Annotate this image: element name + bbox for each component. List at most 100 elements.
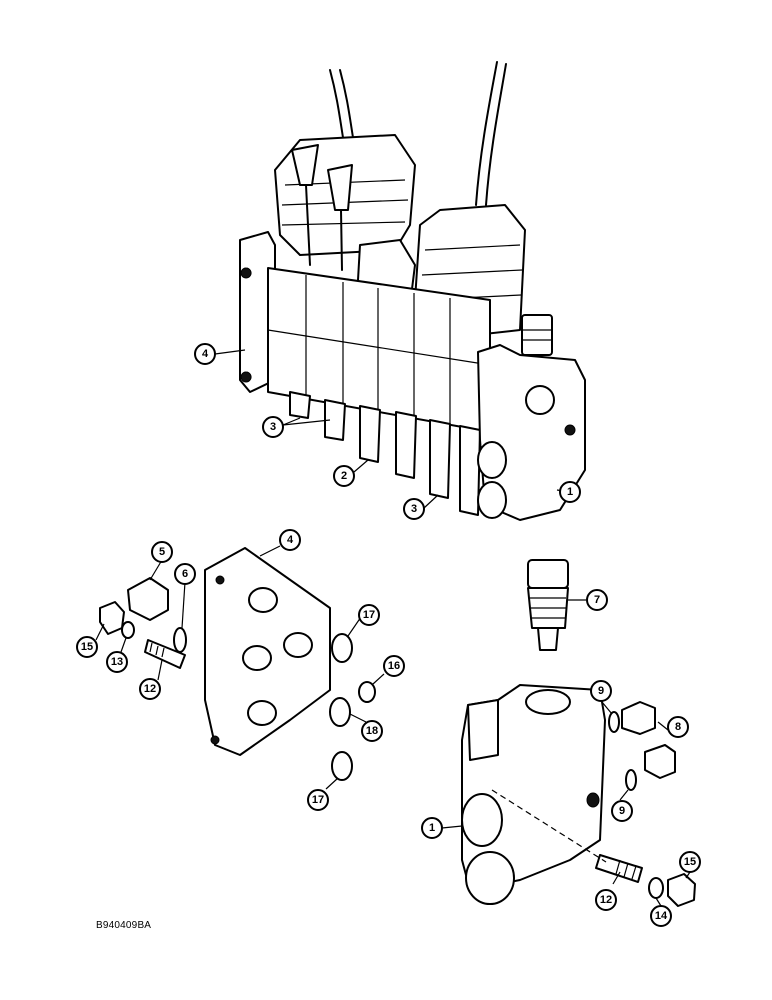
callout-bubble: 13: [106, 651, 128, 673]
callout-label: 18: [366, 725, 378, 737]
callout-bubble: 2: [333, 465, 355, 487]
callout-bubble: 18: [361, 720, 383, 742]
leader-12-left: [157, 659, 163, 681]
spool-end-5: [429, 419, 451, 499]
leader-4-top: [214, 349, 246, 355]
inlet-cover-ear: [467, 699, 499, 761]
leader-17-lower: [325, 777, 339, 790]
callout-layer: 1 1 1 2 3 3 4 4 5 6 7 8 9 9 12 12 13 14 …: [76, 343, 701, 927]
leader-16: [372, 673, 385, 685]
callout-bubble: 14: [650, 905, 672, 927]
valve-section-midline: [267, 329, 491, 366]
inlet-cover: [477, 344, 586, 521]
callout-bubble: 8: [667, 716, 689, 738]
spool-end-6: [459, 425, 481, 516]
leader-3-top: [282, 417, 331, 426]
o-ring-17-upper: [331, 633, 353, 663]
stud-12-right-threads: [615, 859, 637, 880]
inlet-cover-side-port: [586, 792, 600, 808]
lock-washer-14: [648, 877, 664, 899]
callout-label: 1: [429, 822, 435, 834]
leader-9-upper: [601, 701, 613, 715]
inlet-centerline: [491, 789, 607, 863]
end-plate-hole-bottom: [210, 735, 220, 745]
callout-label: 8: [675, 721, 681, 733]
inlet-plug-upper: [477, 441, 507, 479]
leader-6: [181, 581, 186, 629]
callout-bubble: 17: [358, 604, 380, 626]
stud-12-left-threads: [149, 642, 165, 658]
end-plate-port-2: [283, 632, 313, 658]
leader-5: [149, 559, 163, 581]
callout-bubble: 15: [76, 636, 98, 658]
callout-bubble: 4: [279, 529, 301, 551]
callout-bubble: 3: [403, 498, 425, 520]
callout-label: 14: [655, 910, 668, 922]
callout-bubble: 7: [586, 589, 608, 611]
inlet-plug-lower: [477, 481, 507, 519]
leader-15-left: [95, 623, 105, 641]
inlet-cover-exploded: [441, 559, 696, 907]
relief-valve-7-cap: [527, 559, 569, 589]
o-ring-6: [173, 627, 187, 653]
spool-end-4: [395, 411, 417, 479]
end-plate-hole-top: [215, 575, 225, 585]
fitting-8-lower: [644, 744, 676, 779]
callout-label: 4: [287, 534, 294, 546]
relief-valve-top: [521, 314, 553, 356]
callout-label: 7: [594, 594, 600, 606]
leader-14: [655, 897, 662, 907]
callout-label: 3: [270, 421, 276, 433]
o-ring-16: [358, 681, 376, 703]
callout-label: 17: [312, 794, 324, 806]
callout-label: 13: [111, 656, 123, 668]
callout-bubble: 16: [383, 655, 405, 677]
leader-15-right: [685, 871, 691, 879]
figure-id: B940409BA: [96, 920, 152, 931]
callout-label: 12: [144, 683, 156, 695]
end-plate-exploded: [95, 545, 385, 790]
inlet-cover-plug-upper: [461, 793, 503, 847]
callout-bubble: 12: [595, 889, 617, 911]
lever-knob-center: [327, 164, 353, 211]
leader-9-lower: [619, 789, 629, 801]
inlet-cover-top-port: [525, 689, 571, 715]
callout-label: 15: [81, 641, 93, 653]
end-plate-bolt-holes: [240, 267, 252, 383]
end-plate-port-1: [248, 587, 278, 613]
callout-bubble: 9: [590, 680, 612, 702]
leader-1-detail: [441, 825, 463, 829]
callout-bubble: 12: [139, 678, 161, 700]
stud-12-left: [144, 639, 186, 669]
callout-bubble: 6: [174, 563, 196, 585]
leader-12-right: [612, 871, 621, 885]
lever-knob-left: [291, 144, 319, 186]
relief-valve-threads: [522, 329, 552, 341]
leader-4-detail: [259, 545, 281, 557]
end-plate-port-4: [247, 700, 277, 726]
callout-bubble: 1: [559, 481, 581, 503]
o-ring-18: [329, 697, 351, 727]
cable-right-edge: [485, 63, 507, 206]
callout-label: 1: [567, 486, 573, 498]
callout-label: 4: [202, 348, 209, 360]
callout-bubble: 4: [194, 343, 216, 365]
spool-end-2: [324, 399, 346, 441]
callout-label: 9: [619, 805, 625, 817]
callout-bubble: 1: [421, 817, 443, 839]
leader-3-bottom: [423, 494, 439, 509]
callout-label: 5: [159, 546, 165, 558]
leader-17-upper: [347, 616, 362, 637]
leader-13: [120, 637, 127, 653]
callout-label: 16: [388, 660, 400, 672]
leader-18: [349, 713, 367, 723]
inlet-bolt: [564, 424, 576, 436]
inlet-port: [525, 385, 555, 415]
relief-valve-7-threads: [530, 597, 566, 619]
callout-bubble: 3: [262, 416, 284, 438]
callout-label: 12: [600, 894, 612, 906]
plug-5: [127, 577, 169, 621]
callout-label: 2: [341, 470, 347, 482]
fitting-8-upper: [621, 701, 656, 735]
